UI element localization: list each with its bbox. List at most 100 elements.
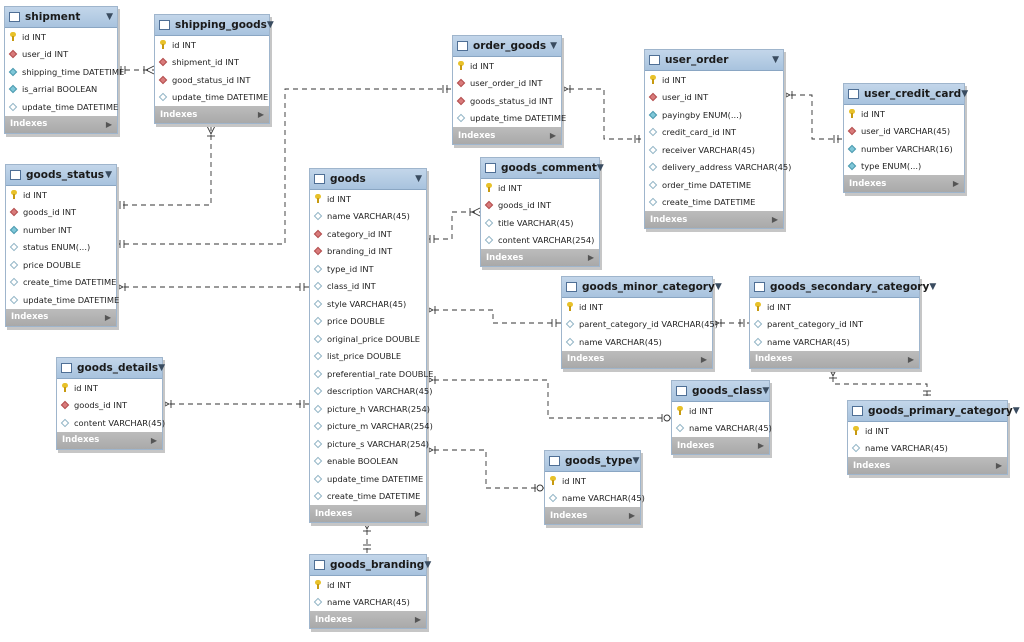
column-row[interactable]: parent_category_id INT bbox=[750, 316, 919, 334]
column-row[interactable]: is_arrial BOOLEAN bbox=[5, 81, 117, 99]
table-header[interactable]: user_credit_card▼ bbox=[844, 84, 968, 105]
expand-arrow-icon[interactable]: ▶ bbox=[150, 435, 157, 445]
column-row[interactable]: type_id INT bbox=[310, 260, 426, 278]
table-header[interactable]: goods_secondary_category▼ bbox=[750, 277, 936, 298]
column-row[interactable]: order_time DATETIME bbox=[645, 176, 783, 194]
expand-arrow-icon[interactable]: ▶ bbox=[757, 441, 764, 450]
expand-arrow-icon[interactable]: ▶ bbox=[587, 253, 594, 262]
expand-arrow-icon[interactable]: ▶ bbox=[952, 179, 959, 188]
column-row[interactable]: id INT bbox=[545, 472, 640, 490]
expand-arrow-icon[interactable]: ▶ bbox=[105, 119, 112, 129]
column-row[interactable]: user_id INT bbox=[645, 89, 783, 107]
column-row[interactable]: status ENUM(...) bbox=[6, 239, 116, 257]
dropdown-arrow-icon[interactable]: ▼ bbox=[105, 170, 112, 180]
expand-arrow-icon[interactable]: ▶ bbox=[414, 509, 421, 518]
expand-arrow-icon[interactable]: ▶ bbox=[414, 615, 421, 624]
dropdown-arrow-icon[interactable]: ▼ bbox=[929, 282, 937, 292]
column-row[interactable]: update_time DATETIME bbox=[155, 89, 269, 107]
column-row[interactable]: id INT bbox=[645, 71, 783, 89]
expand-arrow-icon[interactable]: ▶ bbox=[104, 312, 111, 322]
table-header[interactable]: shipping_goods▼ bbox=[155, 15, 274, 36]
expand-arrow-icon[interactable]: ▶ bbox=[995, 461, 1002, 470]
column-row[interactable]: category_id INT bbox=[310, 225, 426, 243]
column-row[interactable]: picture_h VARCHAR(254) bbox=[310, 400, 430, 418]
dropdown-arrow-icon[interactable]: ▼ bbox=[158, 363, 166, 373]
column-row[interactable]: class_id INT bbox=[310, 278, 426, 296]
column-row[interactable]: shipment_id INT bbox=[155, 54, 269, 72]
dropdown-arrow-icon[interactable]: ▼ bbox=[961, 89, 969, 99]
table-header[interactable]: goods_comment▼ bbox=[481, 158, 604, 179]
column-row[interactable]: id INT bbox=[672, 402, 769, 420]
table-header[interactable]: goods_type▼ bbox=[545, 451, 640, 472]
column-row[interactable]: payingby ENUM(...) bbox=[645, 106, 783, 124]
column-row[interactable]: description VARCHAR(45) bbox=[310, 383, 432, 401]
indexes-section[interactable]: Indexes▶ bbox=[310, 611, 426, 628]
column-row[interactable]: name VARCHAR(45) bbox=[672, 420, 772, 438]
column-row[interactable]: name VARCHAR(45) bbox=[750, 333, 919, 351]
indexes-section[interactable]: Indexes▶ bbox=[5, 115, 117, 133]
indexes-section[interactable]: Indexes▶ bbox=[155, 106, 269, 123]
indexes-section[interactable]: Indexes▶ bbox=[310, 505, 426, 522]
dropdown-arrow-icon[interactable]: ▼ bbox=[762, 386, 770, 396]
column-row[interactable]: goods_id INT bbox=[57, 397, 162, 415]
table-header[interactable]: goods_details▼ bbox=[57, 358, 166, 379]
column-row[interactable]: preferential_rate DOUBLE bbox=[310, 365, 433, 383]
indexes-section[interactable]: Indexes▶ bbox=[844, 175, 964, 192]
expand-arrow-icon[interactable]: ▶ bbox=[628, 511, 635, 520]
column-row[interactable]: goods_status_id INT bbox=[453, 92, 561, 110]
column-row[interactable]: credit_card_id INT bbox=[645, 124, 783, 142]
column-row[interactable]: update_time DATETIME bbox=[453, 110, 566, 128]
column-row[interactable]: name VARCHAR(45) bbox=[545, 490, 645, 508]
column-row[interactable]: id INT bbox=[844, 105, 964, 123]
indexes-section[interactable]: Indexes▶ bbox=[6, 308, 116, 326]
column-row[interactable]: id INT bbox=[6, 186, 116, 204]
column-row[interactable]: update_time DATETIME bbox=[5, 98, 118, 116]
column-row[interactable]: user_id VARCHAR(45) bbox=[844, 123, 964, 141]
dropdown-arrow-icon[interactable]: ▼ bbox=[424, 560, 432, 570]
table-header[interactable]: shipment▼ bbox=[5, 7, 117, 28]
dropdown-arrow-icon[interactable]: ▼ bbox=[772, 55, 779, 65]
column-row[interactable]: id INT bbox=[481, 179, 599, 197]
table-header[interactable]: goods_branding▼ bbox=[310, 555, 431, 576]
column-row[interactable]: shipping_time DATETIME bbox=[5, 63, 124, 81]
column-row[interactable]: update_time DATETIME bbox=[6, 291, 119, 309]
column-row[interactable]: number INT bbox=[6, 221, 116, 239]
column-row[interactable]: style VARCHAR(45) bbox=[310, 295, 426, 313]
column-row[interactable]: content VARCHAR(254) bbox=[481, 232, 599, 250]
table-header[interactable]: goods_minor_category▼ bbox=[562, 277, 722, 298]
expand-arrow-icon[interactable]: ▶ bbox=[700, 354, 707, 364]
column-row[interactable]: name VARCHAR(45) bbox=[310, 594, 426, 612]
column-row[interactable]: id INT bbox=[750, 298, 919, 316]
column-row[interactable]: picture_m VARCHAR(254) bbox=[310, 418, 433, 436]
table-header[interactable]: goods_primary_category▼ bbox=[848, 401, 1020, 422]
column-row[interactable]: price DOUBLE bbox=[6, 256, 116, 274]
column-row[interactable]: id INT bbox=[453, 57, 561, 75]
column-row[interactable]: id INT bbox=[310, 576, 426, 594]
column-row[interactable]: goods_id INT bbox=[481, 197, 599, 215]
expand-arrow-icon[interactable]: ▶ bbox=[907, 354, 914, 364]
column-row[interactable]: original_price DOUBLE bbox=[310, 330, 426, 348]
table-header[interactable]: goods_status▼ bbox=[6, 165, 116, 186]
dropdown-arrow-icon[interactable]: ▼ bbox=[632, 456, 640, 466]
column-row[interactable]: user_id INT bbox=[5, 46, 117, 64]
indexes-section[interactable]: Indexes▶ bbox=[672, 437, 769, 454]
column-row[interactable]: picture_s VARCHAR(254) bbox=[310, 435, 429, 453]
column-row[interactable]: receiver VARCHAR(45) bbox=[645, 141, 783, 159]
column-row[interactable]: user_order_id INT bbox=[453, 75, 561, 93]
dropdown-arrow-icon[interactable]: ▼ bbox=[266, 20, 274, 30]
column-row[interactable]: id INT bbox=[848, 422, 1007, 440]
dropdown-arrow-icon[interactable]: ▼ bbox=[596, 163, 604, 173]
table-header[interactable]: goods▼ bbox=[310, 169, 426, 190]
